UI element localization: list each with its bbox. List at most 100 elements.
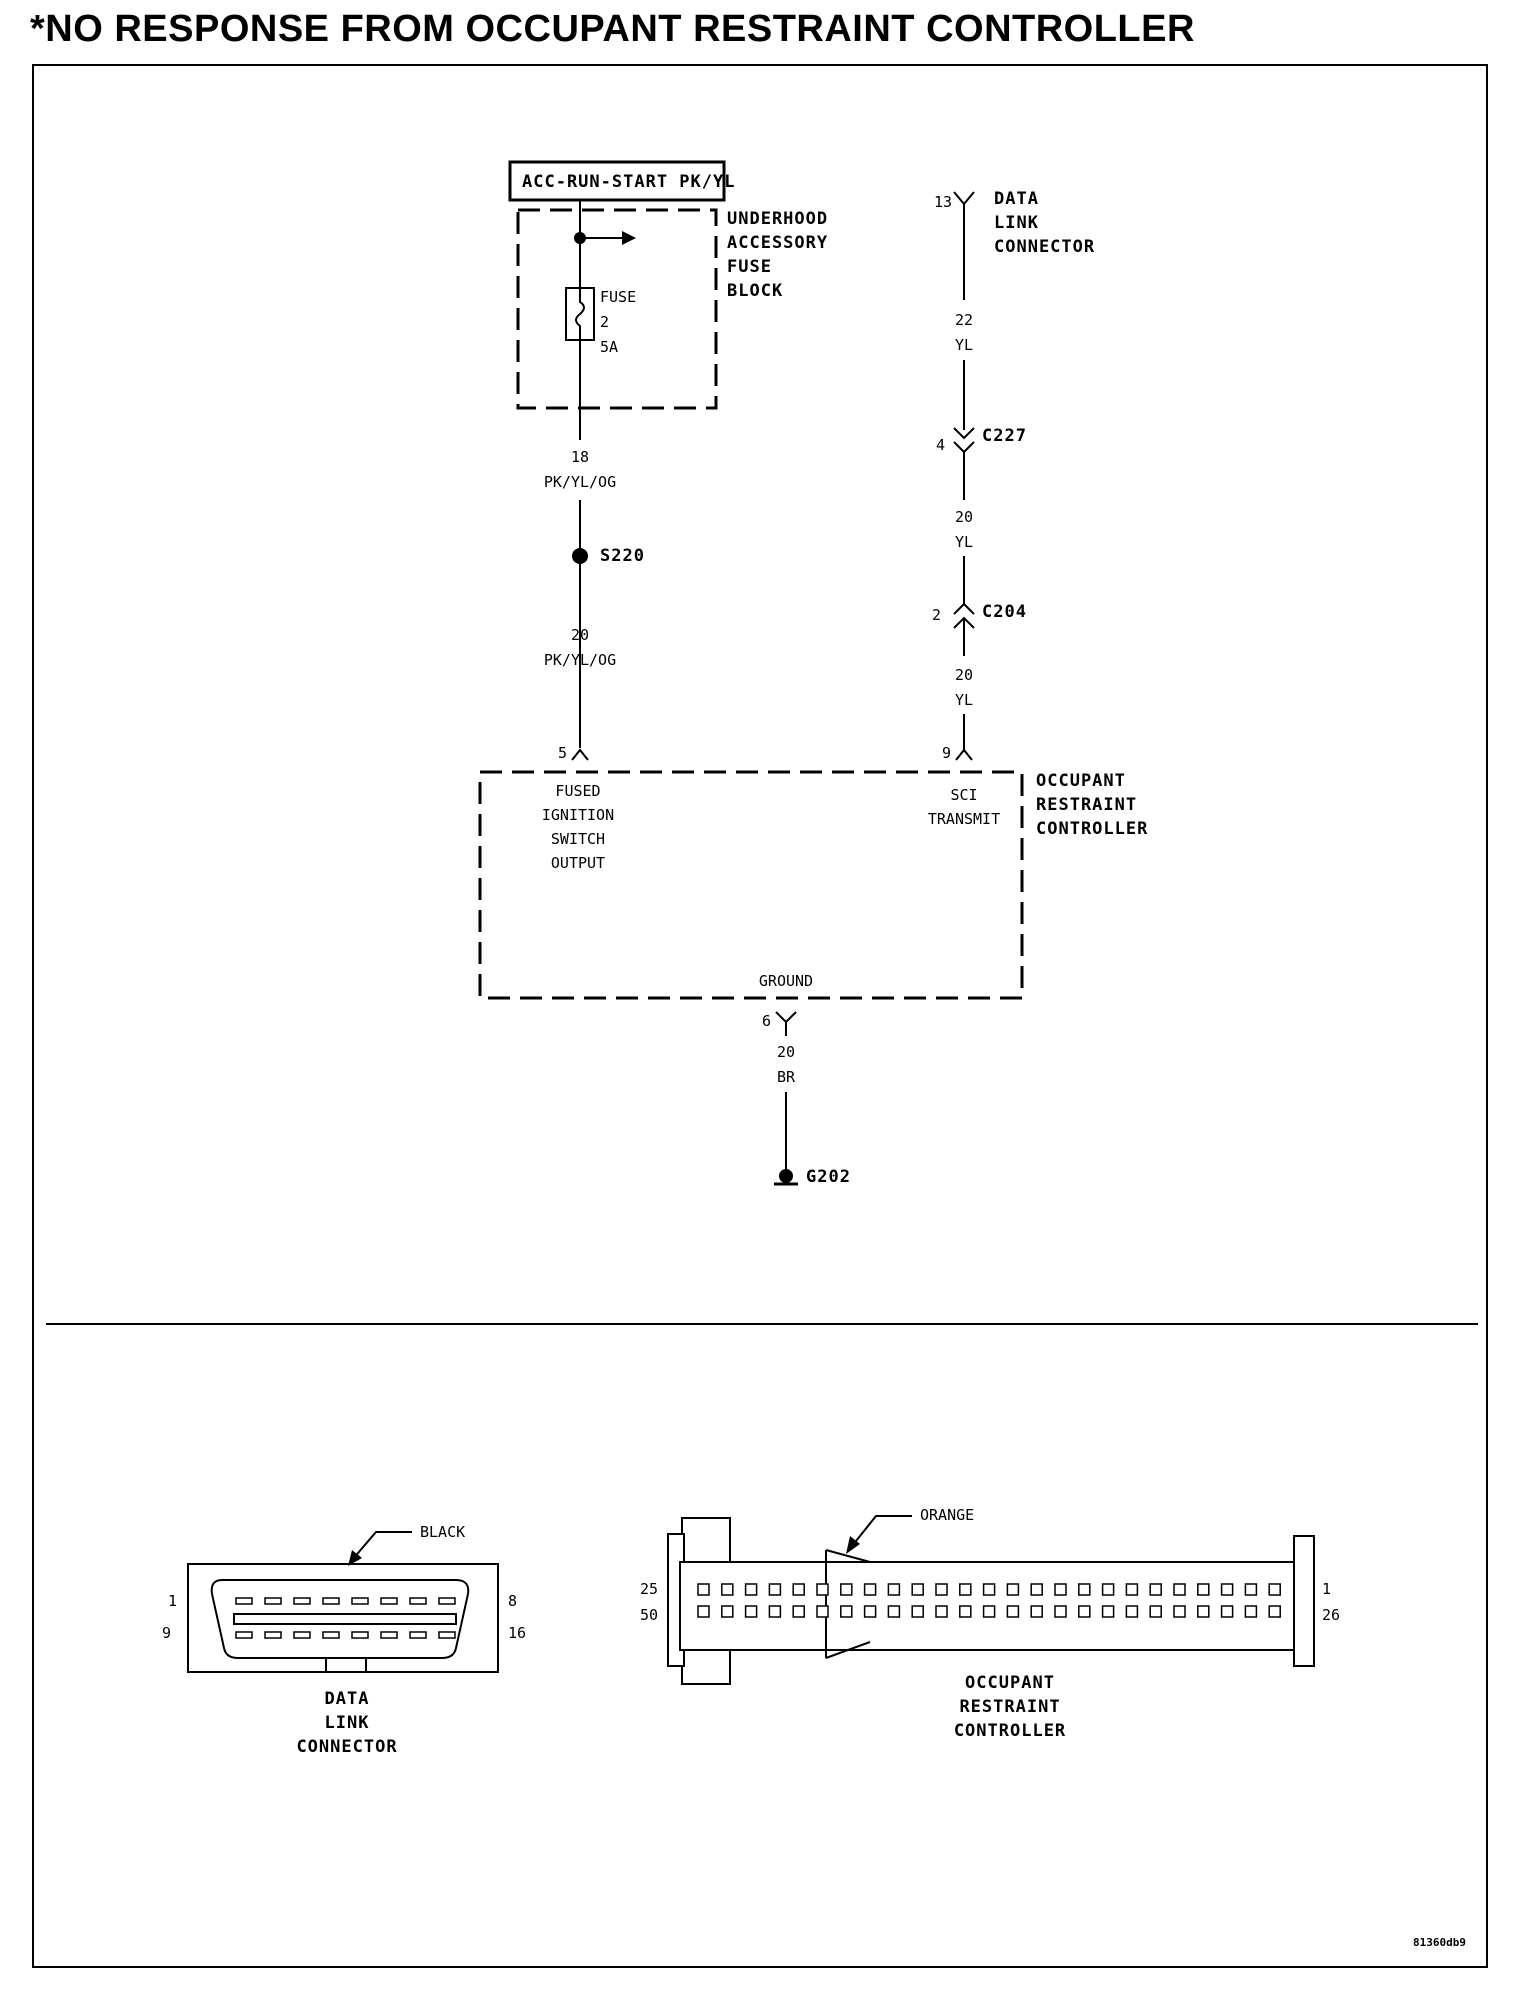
orc-pin-cavity xyxy=(1054,1583,1067,1596)
orc-label-2: RESTRAINT xyxy=(1036,795,1137,815)
orc-connector-right-tab xyxy=(1293,1535,1315,1667)
branch-arrow-icon xyxy=(622,231,636,245)
orc-pin9-number: 9 xyxy=(942,744,951,762)
dlc-bottom-pins xyxy=(235,1631,456,1639)
orc-caption-1: OCCUPANT xyxy=(965,1673,1055,1693)
orc-pin-cavity xyxy=(1125,1605,1139,1618)
orc-pin-cavity xyxy=(1078,1583,1091,1596)
orc-pin-cavity xyxy=(816,1583,829,1596)
orc-pin-cavity xyxy=(863,1605,877,1618)
orc-pin-cavity xyxy=(911,1583,924,1596)
orc-pin-cavity xyxy=(816,1605,829,1618)
orc-bottom-pins xyxy=(697,1605,1281,1618)
orc-top-pins xyxy=(697,1583,1281,1596)
right-wire-2-color: YL xyxy=(955,533,973,551)
dlc-caption-3: CONNECTOR xyxy=(296,1737,397,1757)
c204-pin-number: 2 xyxy=(932,606,941,624)
orc-callout-line xyxy=(851,1515,912,1547)
fuse-rating: 5A xyxy=(600,338,618,356)
left-wire-upper-gauge: 18 xyxy=(571,448,589,466)
orc-pin5-label-1: FUSED xyxy=(555,782,600,800)
orc-connector-latch xyxy=(825,1549,871,1659)
orc-label-3: CONTROLLER xyxy=(1036,819,1148,839)
orc-pin-cavity xyxy=(697,1605,710,1618)
orc-callout-arrow-icon xyxy=(846,1536,860,1554)
dlc-pin-cavity xyxy=(264,1631,282,1639)
orc-pin-cavity xyxy=(840,1605,853,1618)
orc-pin-cavity xyxy=(1220,1605,1234,1618)
right-wire-3-color: YL xyxy=(955,691,973,709)
fuse-block-outline xyxy=(516,208,718,410)
ground-pin-number: 6 xyxy=(762,1012,771,1030)
orc-pin-cavity xyxy=(840,1583,853,1596)
dlc-key-tab xyxy=(325,1657,367,1673)
orc-pin-cavity xyxy=(697,1583,710,1596)
orc-pin-cavity xyxy=(887,1583,901,1596)
dlc-pin-cavity xyxy=(409,1597,427,1605)
right-wire-1-gauge: 22 xyxy=(955,311,973,329)
orc-pin5-terminal-icon xyxy=(571,748,589,761)
orc-pin-cavity xyxy=(1268,1583,1281,1596)
dlc-pin-cavity xyxy=(235,1631,253,1639)
orc-pin-cavity xyxy=(1220,1583,1234,1596)
page-title: *NO RESPONSE FROM OCCUPANT RESTRAINT CON… xyxy=(30,8,1195,50)
power-source-box xyxy=(508,160,726,202)
dlc-label-2: LINK xyxy=(994,213,1039,233)
orc-pin9-label-1: SCI xyxy=(950,786,977,804)
orc-pin-cavity xyxy=(935,1605,948,1618)
dlc-center-bar xyxy=(233,1613,457,1625)
orc-pin-cavity xyxy=(911,1605,924,1618)
dlc-pin-8-label: 8 xyxy=(508,1592,517,1610)
dlc-pin-cavity xyxy=(235,1597,253,1605)
dlc-connector-view: 1 8 9 16 BLACK DATA LINK CONNECTOR xyxy=(162,1523,526,1757)
dlc-callout-arrow-icon xyxy=(348,1550,362,1566)
dlc-pin-9-label: 9 xyxy=(162,1624,171,1642)
dlc-pin-cavity xyxy=(409,1631,427,1639)
diagram-frame xyxy=(32,64,1488,1968)
orc-pin-cavity xyxy=(982,1605,996,1618)
right-wire-1-color: YL xyxy=(955,336,973,354)
fuse-block-label-1: UNDERHOOD xyxy=(727,209,828,229)
dlc-pin-cavity xyxy=(322,1597,340,1605)
c227-terminal-top-icon xyxy=(953,427,975,440)
splice-label: S220 xyxy=(600,546,645,566)
dlc-pin-1-label: 1 xyxy=(168,1592,177,1610)
left-wire-upper-color: PK/YL/OG xyxy=(544,473,616,491)
orc-pin-cavity xyxy=(744,1605,758,1618)
power-source-label: ACC-RUN-START PK/YL xyxy=(522,172,735,192)
fuse-element-icon xyxy=(575,288,585,340)
dlc-pin-cavity xyxy=(438,1631,456,1639)
dlc-pin-number: 13 xyxy=(934,193,952,211)
orc-pin5-label-4: OUTPUT xyxy=(551,854,605,872)
orc-pin-cavity xyxy=(1173,1605,1186,1618)
dlc-caption-1: DATA xyxy=(325,1689,370,1709)
ground-point-label: G202 xyxy=(806,1167,851,1187)
orc-pin-1-label: 1 xyxy=(1322,1580,1331,1598)
left-wire-lower-color: PK/YL/OG xyxy=(544,651,616,669)
orc-label-1: OCCUPANT xyxy=(1036,771,1126,791)
orc-pin-cavity xyxy=(768,1583,782,1596)
dlc-color-callout: BLACK xyxy=(420,1523,465,1541)
fuse-label: FUSE xyxy=(600,288,636,306)
orc-connector-view: 25 50 1 26 ORANGE OCCUPANT RESTRAINT CON… xyxy=(640,1506,1340,1741)
c204-label: C204 xyxy=(982,602,1027,622)
orc-pin-cavity xyxy=(863,1583,877,1596)
orc-pin-cavity xyxy=(959,1605,972,1618)
orc-pin-cavity xyxy=(1149,1583,1162,1596)
orc-caption-2: RESTRAINT xyxy=(959,1697,1060,1717)
c227-label: C227 xyxy=(982,426,1027,446)
orc-pin-26-label: 26 xyxy=(1322,1606,1340,1624)
dlc-pin-cavity xyxy=(380,1631,398,1639)
dlc-caption-2: LINK xyxy=(325,1713,370,1733)
orc-pin-cavity xyxy=(721,1583,734,1596)
ground-wire-color: BR xyxy=(777,1068,796,1086)
fuse-number: 2 xyxy=(600,313,609,331)
orc-pin-cavity xyxy=(744,1583,758,1596)
orc-pin9-label-2: TRANSMIT xyxy=(928,810,1000,828)
fuse-block-label-2: ACCESSORY xyxy=(727,233,828,253)
orc-pin-cavity xyxy=(982,1583,996,1596)
orc-pin-cavity xyxy=(1268,1605,1281,1618)
orc-ground-label: GROUND xyxy=(759,972,813,990)
orc-pin-cavity xyxy=(1125,1583,1139,1596)
c227-terminal-bottom-icon xyxy=(953,441,975,454)
